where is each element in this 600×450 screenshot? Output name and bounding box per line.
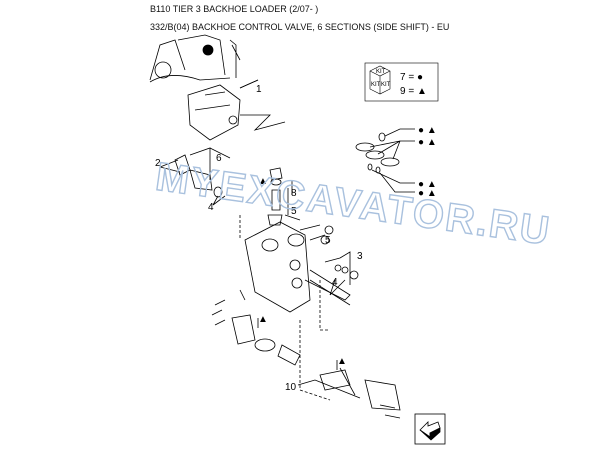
kit-marker: ● ▲ [418,137,437,148]
kit-markers: ● ▲ ● ▲ ● ▲ ● ▲ ▲ ▲ ▲ [258,125,437,367]
seal-kit-group [355,128,415,193]
kit-marker: ▲ [258,314,268,325]
kit-item-circle: 7 = ● [400,72,423,83]
callout-5: 5 [325,235,331,246]
kit-label: KIT [381,82,391,88]
kit-marker: ● ▲ [418,125,437,136]
watermark: MYEXCAVATOR.RU [153,155,554,254]
kit-marker: ▲ [337,356,347,367]
upper-small-parts [174,154,359,280]
callout-5: 5 [291,206,297,217]
callout-leaders [159,79,361,399]
lower-parts [211,289,401,419]
kit-legend: KIT KIT KIT 7 = ● 9 = ▲ [364,62,439,102]
tractor-thumbnail [149,34,241,83]
next-page-arrow-icon[interactable] [414,413,446,445]
kit-marker: ● ▲ [418,188,437,199]
callout-4: 4 [332,277,338,288]
valve-body [244,221,351,313]
guide-lines [239,215,331,401]
callout-2: 2 [155,158,161,169]
valve-section-item-1 [187,79,286,141]
kit-marker: ▲ [258,176,268,187]
diagram-title: B110 TIER 3 BACKHOE LOADER (2/07- ) [150,4,319,14]
kit-item-triangle: 9 = ▲ [400,86,427,97]
callout-1: 1 [256,84,262,95]
callout-3: 3 [357,251,363,262]
callout-4: 4 [208,202,214,213]
kit-marker: ● ▲ [418,179,437,190]
kit-label: KIT [371,82,381,88]
callout-10: 10 [285,382,297,393]
diagram-subtitle: 332/B(04) BACKHOE CONTROL VALVE, 6 SECTI… [150,22,450,32]
kit-label: KIT [376,69,386,75]
callout-numbers: 1 2 6 8 4 5 5 3 4 10 [155,84,363,393]
callout-6: 6 [216,153,222,164]
callout-8: 8 [291,188,297,199]
